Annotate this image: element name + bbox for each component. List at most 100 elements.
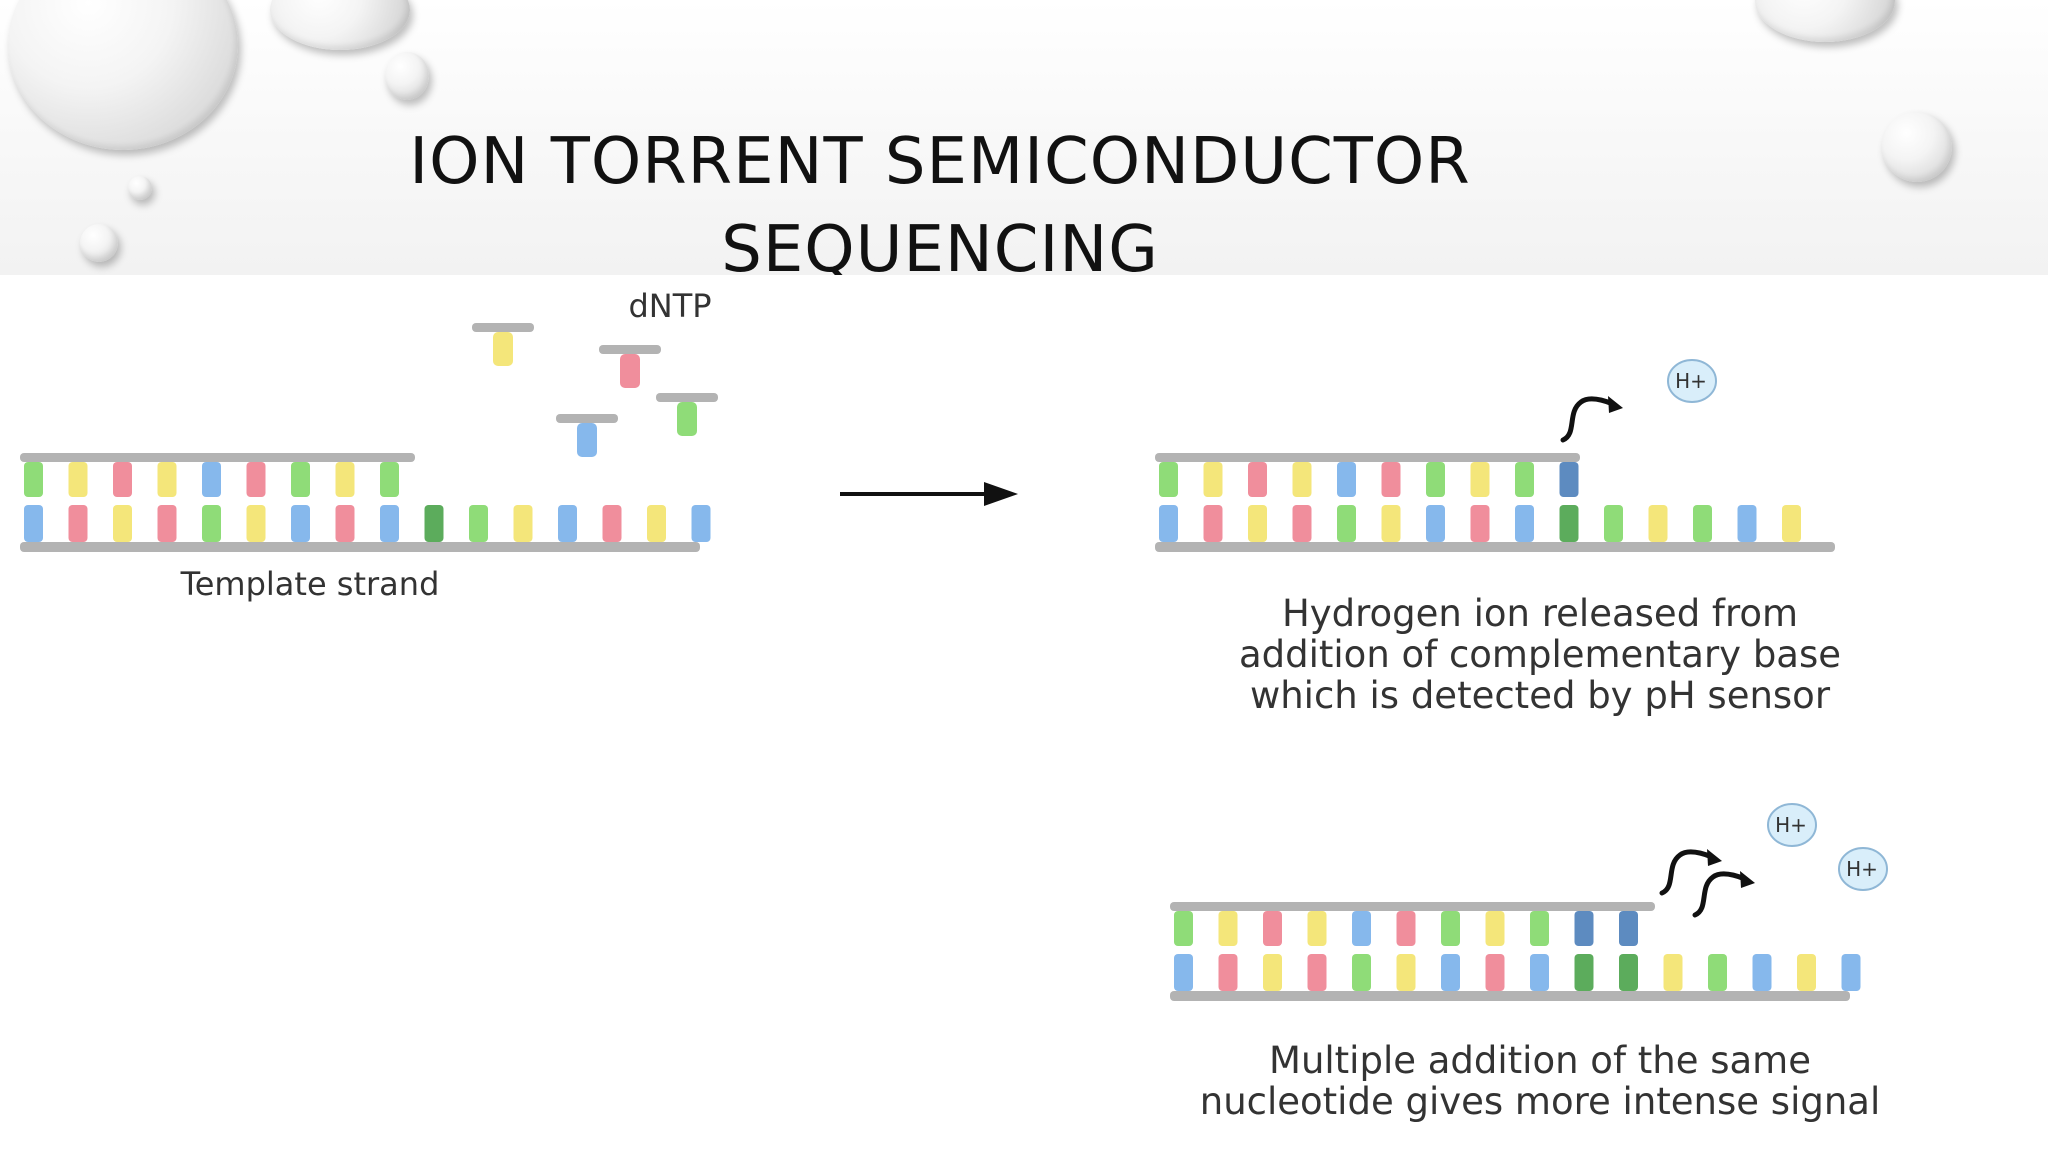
panel1-top-base: [113, 462, 132, 497]
panel3-template-base: [1663, 954, 1683, 991]
panel2-template-base: [1337, 505, 1356, 542]
caption-line: Hydrogen ion released from: [1281, 592, 1799, 635]
panel1-template-base: [424, 505, 444, 542]
caption-line: which is detected by pH sensor: [1249, 674, 1831, 717]
panel1-top-base: [335, 462, 355, 497]
slide-header: ION TORRENT SEMICONDUCTOR SEQUENCING: [0, 0, 2048, 275]
panel2-template-base: [1159, 505, 1178, 542]
panel3-caption: Multiple addition of the same nucleotide…: [1040, 1040, 2040, 1122]
panel1-top-base: [380, 462, 399, 497]
panel3-top-base: [1396, 911, 1416, 946]
panel2-template-base: [1203, 505, 1223, 542]
panel2-top-base: [1559, 462, 1579, 497]
water-drop-decoration: [80, 224, 118, 262]
panel2-top-base: [1248, 462, 1267, 497]
panel3-template-backbone: [1170, 991, 1850, 1001]
panel3-template-base: [1752, 954, 1772, 991]
template-strand-label: Template strand: [180, 565, 440, 603]
panel1-top-base: [24, 462, 43, 497]
panel1-top-base: [68, 462, 88, 497]
release-wave-arrowhead: [1740, 871, 1755, 888]
panel1-template-base: [24, 505, 43, 542]
panel3-top-base: [1619, 911, 1638, 946]
panel3-template-base: [1485, 954, 1505, 991]
panel3-template-base: [1530, 954, 1549, 991]
panel2-template-base: [1604, 505, 1623, 542]
panel1-template-base: [469, 505, 488, 542]
panel2-top-base: [1381, 462, 1401, 497]
dntp-base: [677, 402, 697, 436]
panel1-top-base: [291, 462, 310, 497]
hydrogen-ion: [1667, 359, 1717, 403]
dntp-base: [577, 423, 597, 457]
panel3-template-base: [1841, 954, 1861, 991]
panel2-top-base: [1292, 462, 1312, 497]
panel2-caption: Hydrogen ion released from addition of c…: [1060, 593, 2020, 716]
water-drop-decoration: [1755, 0, 1895, 42]
release-wave: [1560, 396, 1616, 443]
panel3-template-base: [1441, 954, 1460, 991]
panel3-top-base: [1485, 911, 1505, 946]
panel2-template-base: [1292, 505, 1312, 542]
panel3-template-base: [1797, 954, 1816, 991]
slide-title: ION TORRENT SEMICONDUCTOR SEQUENCING: [300, 118, 1580, 275]
panel3-top-base: [1530, 911, 1549, 946]
panel2-template-base: [1248, 505, 1267, 542]
panel2-top-base: [1470, 462, 1490, 497]
title-line-2: SEQUENCING: [721, 213, 1159, 275]
panel3-top-backbone: [1170, 902, 1655, 911]
panel3-template-base: [1352, 954, 1371, 991]
release-wave: [1659, 849, 1715, 896]
panel3-top-base: [1352, 911, 1371, 946]
panel3-template-base: [1708, 954, 1727, 991]
panel1-template-base: [558, 505, 577, 542]
panel1-template-base: [202, 505, 221, 542]
caption-line: addition of complementary base: [1238, 633, 1842, 676]
panel2-template-base: [1737, 505, 1757, 542]
panel1-template-base: [647, 505, 666, 542]
panel3-top-base: [1574, 911, 1594, 946]
panel2-top-base: [1337, 462, 1356, 497]
panel1-template-base: [335, 505, 355, 542]
panel2-top-base: [1203, 462, 1223, 497]
panel2-template-base: [1515, 505, 1534, 542]
panel1-template-base: [68, 505, 88, 542]
hydrogen-ion-label: H+: [1675, 369, 1707, 393]
hydrogen-ion: [1767, 803, 1817, 847]
panel3-template-base: [1307, 954, 1327, 991]
dntp-backbone: [556, 414, 618, 423]
panel3-template-base: [1218, 954, 1238, 991]
panel3-template-base: [1619, 954, 1638, 991]
panel3-template-base: [1263, 954, 1282, 991]
water-drop-decoration: [1882, 112, 1952, 182]
panel3-top-base: [1441, 911, 1460, 946]
panel1-template-base: [246, 505, 266, 542]
panel2-template-base: [1693, 505, 1712, 542]
panel2-template-base: [1559, 505, 1579, 542]
panel1-template-base: [691, 505, 711, 542]
panel2-template-base: [1470, 505, 1490, 542]
title-line-1: ION TORRENT SEMICONDUCTOR: [409, 125, 1471, 199]
panel1-template-base: [602, 505, 622, 542]
panel2-top-base: [1159, 462, 1178, 497]
panel1-template-backbone: [20, 542, 700, 552]
release-wave: [1692, 871, 1748, 918]
hydrogen-ion-label: H+: [1775, 813, 1807, 837]
panel1-top-backbone: [20, 453, 415, 462]
panel3-top-base: [1307, 911, 1327, 946]
panel2-template-base: [1782, 505, 1801, 542]
panel1-top-base: [202, 462, 221, 497]
dntp-backbone: [656, 393, 718, 402]
water-drop-decoration: [128, 176, 152, 200]
panel3-template-base: [1174, 954, 1193, 991]
panel3-top-base: [1174, 911, 1193, 946]
panel3-template-base: [1574, 954, 1594, 991]
dntp-base: [493, 332, 513, 366]
panel1-top-base: [246, 462, 266, 497]
panel3-top-base: [1263, 911, 1282, 946]
hydrogen-ion: [1838, 847, 1888, 891]
panel2-template-base: [1426, 505, 1445, 542]
dntp-backbone: [472, 323, 534, 332]
panel2-top-base: [1515, 462, 1534, 497]
panel1-template-base: [513, 505, 533, 542]
